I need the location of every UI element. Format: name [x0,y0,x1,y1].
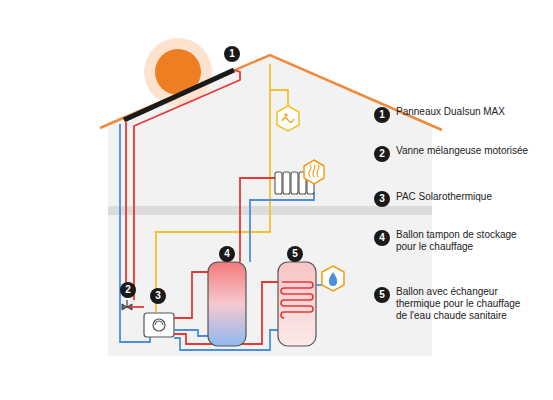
callout-number: 2 [120,282,136,298]
callout-text: 4 [224,249,230,259]
callout-text: 2 [125,285,131,295]
callout-number: 4 [374,230,390,246]
legend-text: Ballon avec échangeur thermique pour le … [396,286,531,322]
callout-text: 1 [379,110,385,120]
callout-text: 5 [292,249,298,259]
callout-number: 4 [219,246,235,262]
callout-text: 4 [379,233,385,243]
legend-text: PAC Solarothermique [396,191,531,203]
callout-text: 5 [379,290,385,300]
callout-number: 1 [374,107,390,123]
legend-text: Vanne mélangeuse motorisée [396,145,531,157]
callout-number: 3 [150,288,166,304]
callout-text: 1 [229,49,235,59]
callout-number: 5 [287,246,303,262]
legend-text: Panneaux Dualsun MAX [396,106,531,118]
callout-number: 1 [224,46,240,62]
callout-text: 3 [155,291,161,301]
callout-number: 5 [374,287,390,303]
callout-number: 3 [374,191,390,207]
legend-text: Ballon tampon de stockage pour le chauff… [396,229,531,253]
callout-number: 2 [374,146,390,162]
callout-text: 2 [379,149,385,159]
callout-text: 3 [379,194,385,204]
